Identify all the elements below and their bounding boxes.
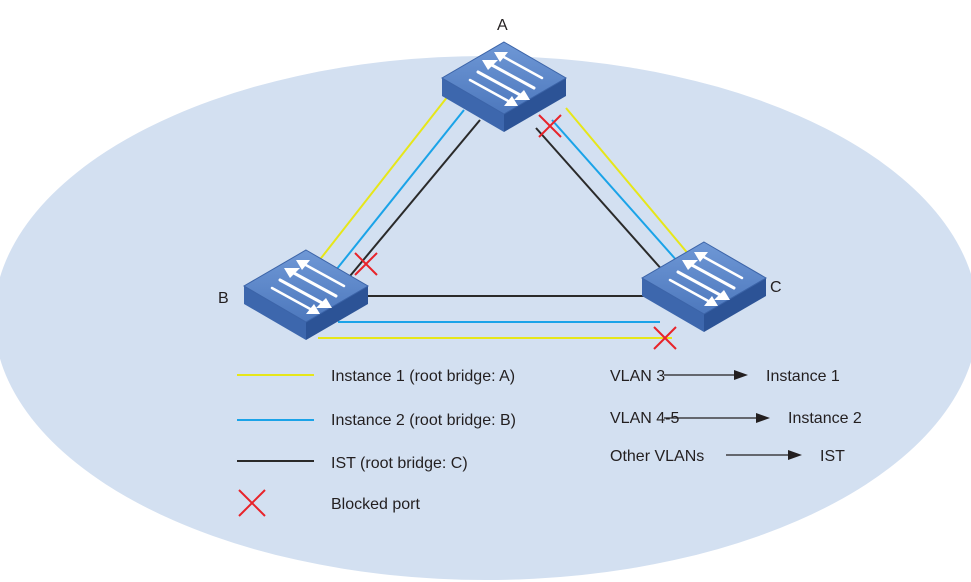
instance2-links [335,109,679,323]
legend: Instance 1 (root bridge: A) Instance 2 (… [237,368,516,517]
blocked-port-icon [238,489,266,517]
link-a-c-instance2 [551,119,679,263]
link-a-c-ist [535,127,665,273]
mapping-from-other: Other VLANs [610,448,704,465]
mapping-to-ist: IST [820,448,845,465]
arrow-icon [664,413,770,423]
legend-label-instance2: Instance 2 (root bridge: B) [331,412,516,429]
mapping-to-instance1: Instance 1 [766,368,840,385]
link-a-b-instance2 [335,109,465,271]
vlan-mapping: VLAN 3 Instance 1 VLAN 4-5 Instance 2 Ot… [610,368,862,465]
blocked-port-icon [538,114,562,138]
mapping-from-vlan3: VLAN 3 [610,368,665,385]
link-a-b-ist [349,119,481,277]
arrow-icon [664,370,748,380]
node-label-b: B [218,290,229,307]
blocked-port-icon [354,252,378,276]
legend-label-blocked: Blocked port [331,496,420,513]
mapping-from-vlan45: VLAN 4-5 [610,410,679,427]
link-a-b-instance1 [317,95,449,263]
link-a-c-instance1 [565,107,691,257]
legend-label-instance1: Instance 1 (root bridge: A) [331,368,515,385]
mapping-to-instance2: Instance 2 [788,410,862,427]
legend-label-ist: IST (root bridge: C) [331,455,468,472]
background-ellipse [0,56,971,580]
ist-links [349,119,665,297]
node-label-c: C [770,279,782,296]
arrow-icon [726,450,802,460]
blocked-port-icon [653,326,677,350]
instance1-links [317,95,691,339]
node-label-a: A [497,17,508,34]
blocked-port-marks [354,114,677,350]
